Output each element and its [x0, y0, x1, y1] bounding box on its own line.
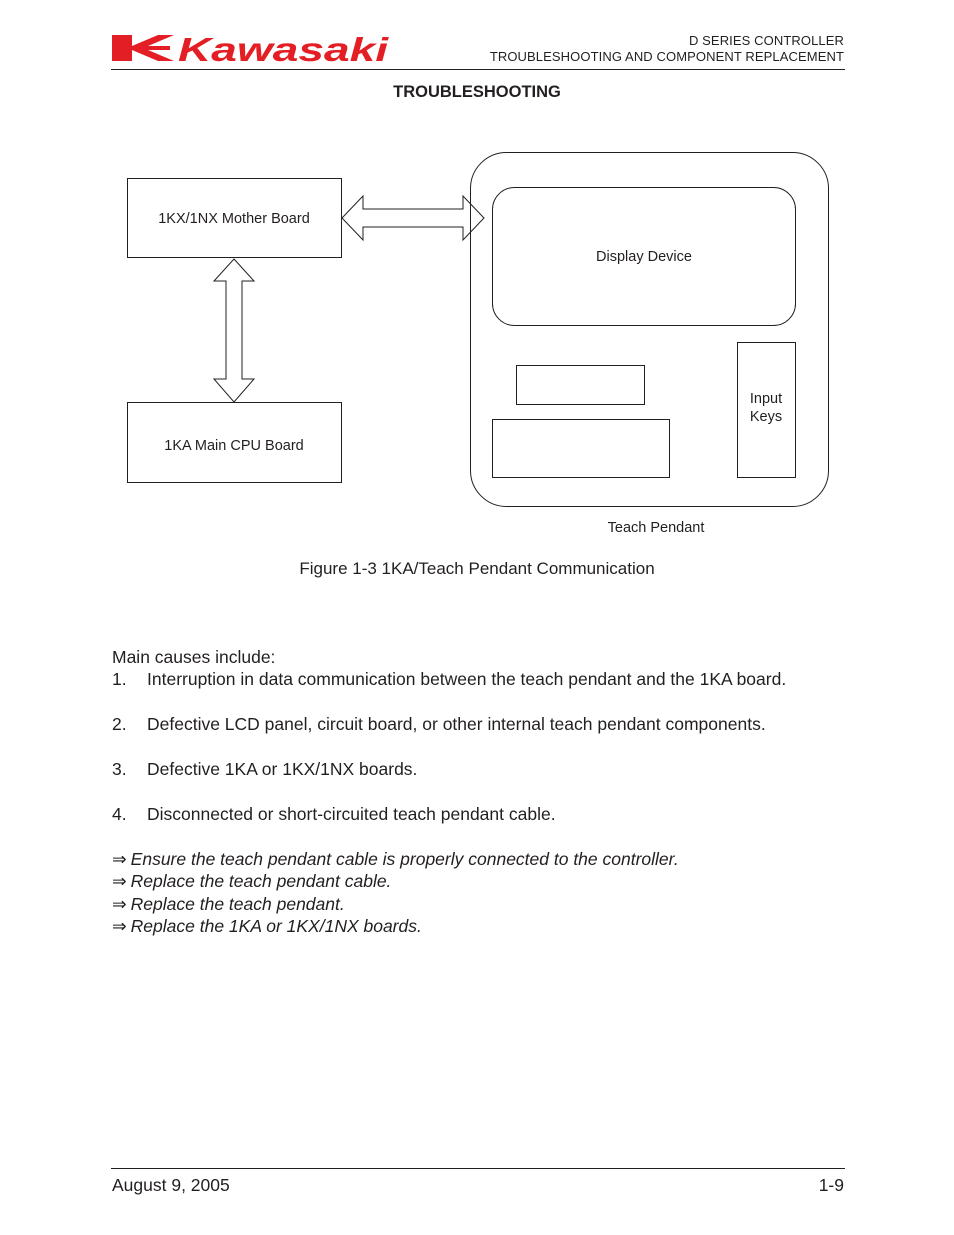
pendant-small-panel — [516, 365, 645, 405]
action-text: Replace the teach pendant cable. — [130, 871, 392, 891]
list-item-text: Interruption in data communication betwe… — [147, 669, 787, 689]
mother-board-label: 1KX/1NX Mother Board — [158, 211, 310, 227]
implies-arrow-icon: ⇒ — [112, 894, 127, 914]
action-item: ⇒Replace the teach pendant. — [112, 894, 345, 915]
list-item-number: 2. — [112, 714, 127, 734]
logo-wordmark: Kawasaki — [178, 32, 389, 64]
action-item: ⇒Replace the teach pendant cable. — [112, 871, 391, 892]
list-item-text: Defective 1KA or 1KX/1NX boards. — [147, 759, 418, 779]
vertical-double-arrow-icon — [212, 258, 256, 403]
kawasaki-logo: Kawasaki — [112, 32, 389, 64]
implies-arrow-icon: ⇒ — [112, 916, 127, 936]
list-item-number: 1. — [112, 669, 127, 689]
input-keys-box — [737, 342, 796, 478]
cpu-board-label: 1KA Main CPU Board — [164, 438, 303, 454]
teach-pendant-label: Teach Pendant — [608, 520, 705, 536]
list-item-number: 3. — [112, 759, 127, 779]
list-item-text: Defective LCD panel, circuit board, or o… — [147, 714, 766, 734]
header-rule — [111, 69, 845, 70]
list-item-text: Disconnected or short-circuited teach pe… — [147, 804, 556, 824]
input-keys-label-line2: Keys — [750, 409, 782, 425]
display-device-box — [492, 187, 796, 326]
list-item-number: 4. — [112, 804, 127, 824]
footer-rule — [111, 1168, 845, 1169]
display-device-label: Display Device — [596, 249, 692, 265]
action-text: Replace the 1KA or 1KX/1NX boards. — [130, 916, 422, 936]
list-item: 3. Defective 1KA or 1KX/1NX boards. — [112, 759, 417, 780]
list-item: 4. Disconnected or short-circuited teach … — [112, 804, 556, 825]
horizontal-double-arrow-icon — [341, 194, 485, 242]
section-title: TROUBLESHOOTING — [393, 83, 561, 101]
figure-caption: Figure 1-3 1KA/Teach Pendant Communicati… — [299, 559, 655, 578]
action-item: ⇒Replace the 1KA or 1KX/1NX boards. — [112, 916, 422, 937]
input-keys-label-line1: Input — [750, 391, 782, 407]
causes-intro: Main causes include: — [112, 647, 276, 667]
footer-date: August 9, 2005 — [112, 1175, 230, 1195]
cpu-board-box — [127, 402, 342, 483]
implies-arrow-icon: ⇒ — [112, 871, 127, 891]
list-item: 1. Interruption in data communication bet… — [112, 669, 786, 690]
header-series: D SERIES CONTROLLER — [688, 33, 844, 48]
action-item: ⇒Ensure the teach pendant cable is prope… — [112, 849, 679, 870]
implies-arrow-icon: ⇒ — [112, 849, 127, 869]
teach-pendant-outline — [470, 152, 829, 507]
header-right: D SERIES CONTROLLER TROUBLESHOOTING AND … — [490, 33, 844, 65]
action-text: Replace the teach pendant. — [130, 894, 345, 914]
logo-emblem-icon — [112, 35, 174, 61]
list-item: 2. Defective LCD panel, circuit board, or… — [112, 714, 766, 735]
pendant-wide-panel — [492, 419, 670, 478]
header-subtitle: TROUBLESHOOTING AND COMPONENT REPLACEMEN… — [489, 49, 844, 64]
page-number: 1-9 — [818, 1175, 844, 1195]
action-text: Ensure the teach pendant cable is proper… — [130, 849, 679, 869]
